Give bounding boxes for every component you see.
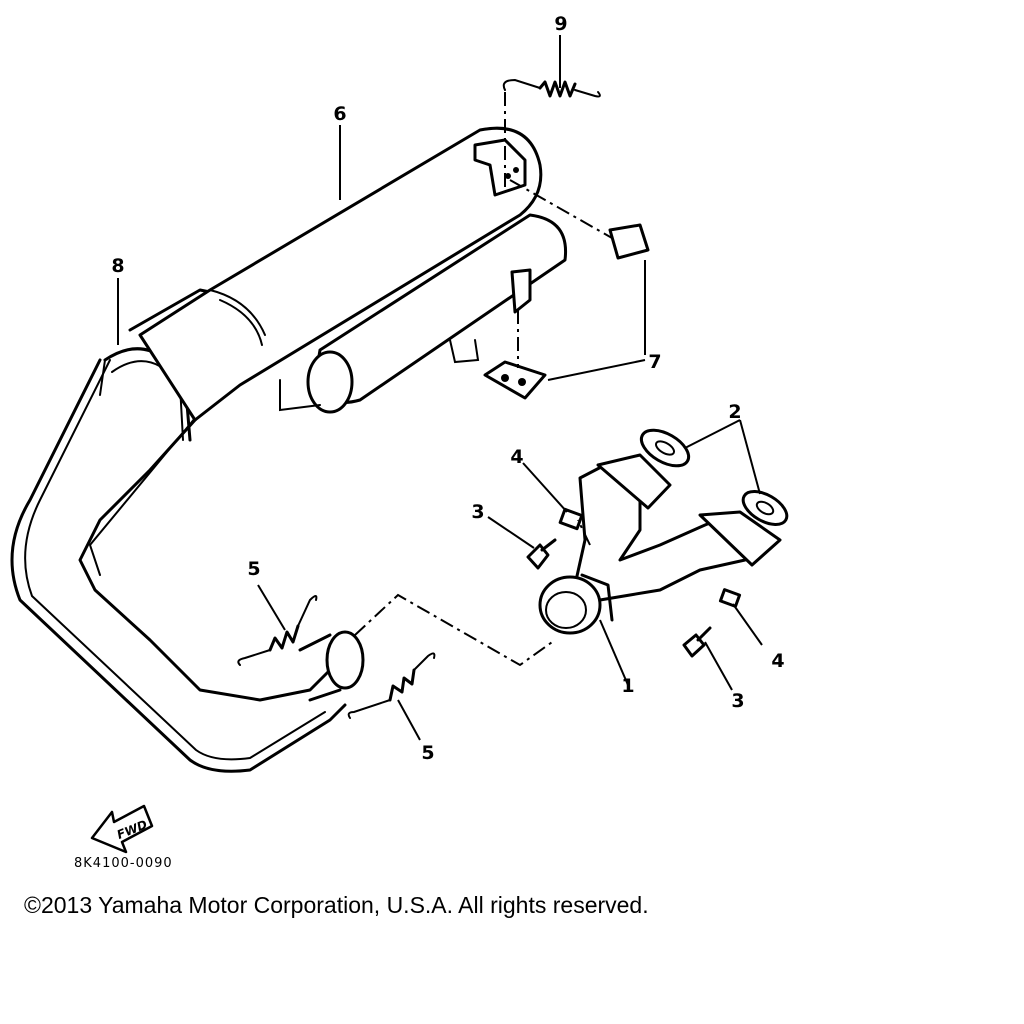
bolt-left — [526, 538, 557, 570]
spring-pipe-lower — [347, 652, 436, 719]
muffler-lower-bracket — [510, 268, 532, 314]
manifold-flange-right — [698, 510, 782, 567]
muffler — [138, 126, 568, 422]
callout-3-right: 3 — [731, 690, 744, 712]
leader-lines — [117, 35, 763, 741]
copyright-notice: ©2013 Yamaha Motor Corporation, U.S.A. A… — [24, 892, 649, 918]
damper-plate-lower — [483, 360, 547, 400]
pipe-outlet-sleeve — [325, 630, 365, 690]
gasket-upper — [639, 428, 691, 468]
callout-5-lower: 5 — [421, 742, 434, 764]
nut-right — [718, 588, 742, 608]
callout-7: 7 — [648, 351, 661, 373]
bolt-right — [682, 626, 712, 658]
assembly-lines — [354, 92, 613, 667]
y-pipe-manifold — [538, 453, 782, 635]
gasket-right — [741, 490, 789, 526]
callout-8: 8 — [111, 255, 124, 277]
spring-pipe-upper — [237, 595, 318, 666]
spring-muffler — [502, 78, 601, 98]
forward-direction-arrow: FWD — [90, 804, 154, 854]
callout-9: 9 — [554, 13, 567, 35]
manifold-flange-upper — [596, 453, 672, 510]
nut-left — [558, 507, 584, 531]
manifold-outlet — [538, 575, 602, 635]
callout-labels: 9 6 8 7 2 4 3 5 4 1 3 5 — [111, 13, 784, 764]
callout-1: 1 — [621, 675, 634, 697]
callout-6: 6 — [333, 103, 346, 125]
gaskets — [639, 428, 789, 526]
callout-3-left: 3 — [471, 501, 484, 523]
damper-pad-upper — [608, 223, 650, 260]
silencer-outlet — [306, 350, 354, 414]
exhaust-pipe — [10, 288, 365, 773]
callout-2: 2 — [728, 401, 741, 423]
callout-4-left: 4 — [510, 446, 523, 468]
diagram-part-number: 8K4100-0090 — [74, 856, 173, 871]
callout-4-right: 4 — [771, 650, 784, 672]
callout-5-upper: 5 — [247, 558, 260, 580]
damper-pads — [483, 223, 650, 400]
